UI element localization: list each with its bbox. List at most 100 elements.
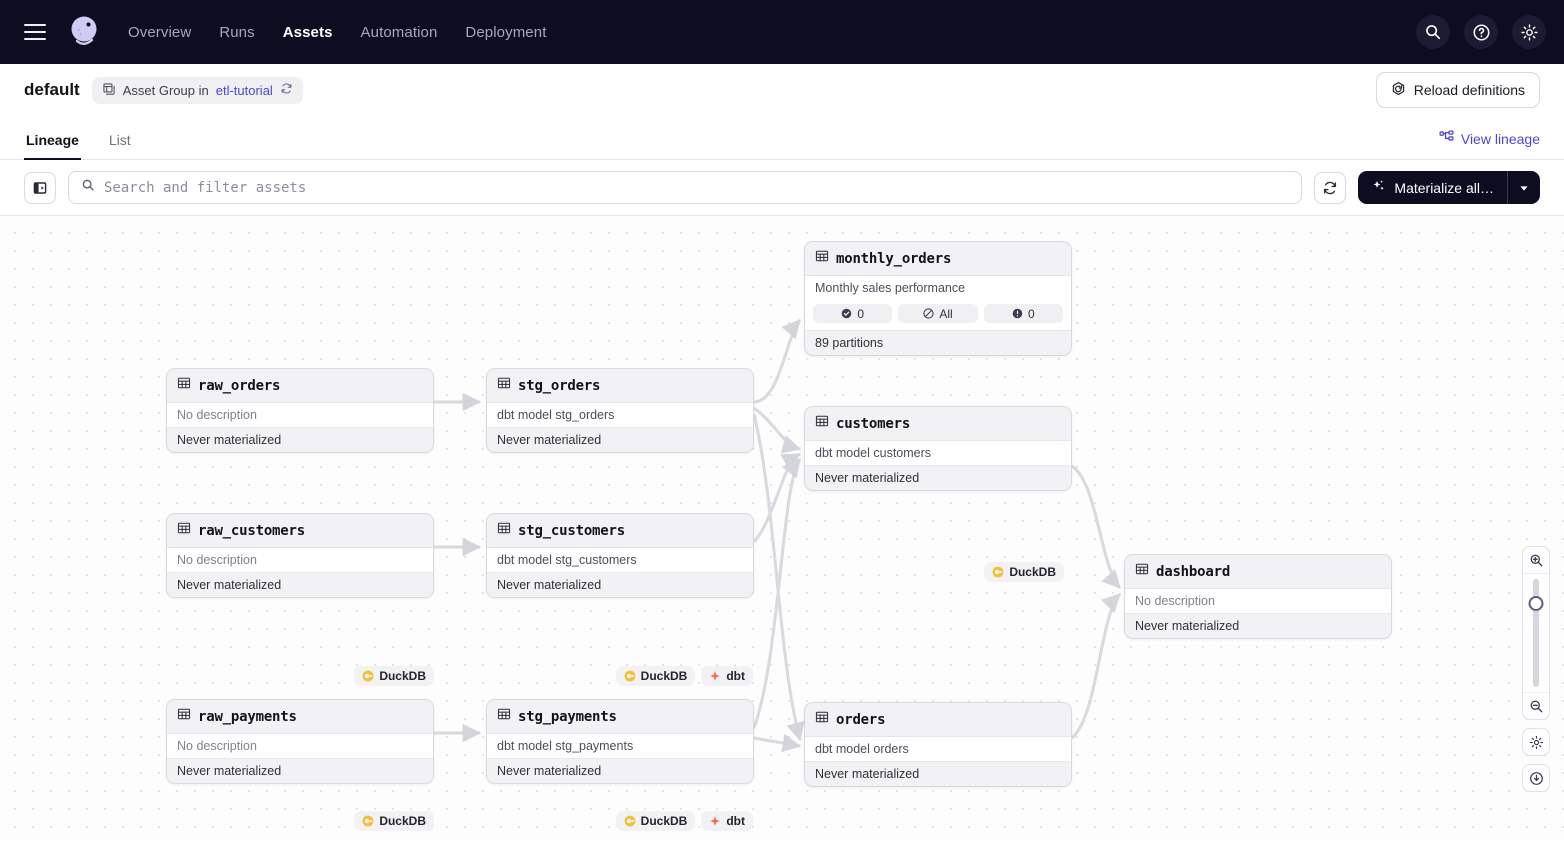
tag-duckdb[interactable]: DuckDB xyxy=(615,666,696,686)
tab-lineage[interactable]: Lineage xyxy=(24,132,81,160)
asset-node-header: stg_payments xyxy=(487,700,753,734)
dbt-icon xyxy=(710,671,721,681)
nav-link-deployment[interactable]: Deployment xyxy=(465,23,547,41)
asset-node-status: Never materialized xyxy=(167,758,433,783)
asset-group-chip[interactable]: Asset Group in etl-tutorial xyxy=(91,76,303,104)
zoom-out-icon[interactable] xyxy=(1523,693,1549,719)
tag-duckdb[interactable]: DuckDB xyxy=(354,811,434,831)
hamburger-menu-icon[interactable] xyxy=(24,24,46,40)
asset-node-name: raw_customers xyxy=(198,522,305,539)
search-icon xyxy=(81,178,95,197)
materialize-all-button-group: Materialize all… xyxy=(1358,171,1540,204)
dagster-logo-icon[interactable] xyxy=(62,10,106,54)
nav-link-assets[interactable]: Assets xyxy=(282,23,333,41)
status-badge-succeeded[interactable]: 0 xyxy=(813,304,893,323)
asset-node-status: Never materialized xyxy=(167,427,433,452)
settings-gear-icon[interactable] xyxy=(1512,15,1546,49)
zoom-in-icon[interactable] xyxy=(1523,547,1549,573)
status-badge-missing[interactable]: All xyxy=(898,304,978,323)
edge-stg_customers-customers xyxy=(752,452,802,544)
tab-list[interactable]: List xyxy=(108,132,131,148)
table-asset-icon xyxy=(177,707,191,726)
status-badge-failed[interactable]: 0 xyxy=(983,304,1063,323)
asset-node-raw_payments[interactable]: raw_payments No description Never materi… xyxy=(166,699,434,784)
materialize-all-button[interactable]: Materialize all… xyxy=(1358,171,1507,204)
zoom-slider-group xyxy=(1522,546,1550,720)
nav-actions xyxy=(1416,0,1546,64)
tag-duckdb[interactable]: DuckDB xyxy=(615,811,696,831)
asset-node-stg_orders[interactable]: stg_orders dbt model stg_orders Never ma… xyxy=(486,368,754,453)
duckdb-icon xyxy=(992,566,1004,578)
asset-node-status: Never materialized xyxy=(167,572,433,597)
asset-node-orders[interactable]: orders dbt model orders Never materializ… xyxy=(804,702,1072,787)
tag-label: DuckDB xyxy=(1009,565,1056,579)
graph-settings-gear-icon[interactable] xyxy=(1522,728,1550,756)
asset-node-customers[interactable]: customers dbt model customers Never mate… xyxy=(804,406,1072,491)
asset-node-header: dashboard xyxy=(1125,555,1391,589)
expand-panel-icon[interactable] xyxy=(24,171,56,204)
asset-node-partition-badges: 0 All 0 xyxy=(805,300,1071,330)
status-badge-failed-label: 0 xyxy=(1027,306,1035,321)
lineage-icon xyxy=(1439,130,1454,148)
button-divider xyxy=(1507,171,1508,204)
asset-node-description: dbt model stg_customers xyxy=(487,548,753,572)
search-filter-assets[interactable] xyxy=(68,171,1303,204)
nav-link-runs[interactable]: Runs xyxy=(219,23,255,41)
asset-node-stg_customers[interactable]: stg_customers dbt model stg_customers Ne… xyxy=(486,513,754,598)
edge-stg_payments-customers xyxy=(752,458,802,729)
asset-node-stg_payments[interactable]: stg_payments dbt model stg_payments Neve… xyxy=(486,699,754,784)
tag-label: dbt xyxy=(726,669,745,683)
asset-tags-raw_orders: DuckDB xyxy=(354,666,434,686)
asset-node-monthly_orders[interactable]: monthly_orders Monthly sales performance… xyxy=(804,241,1072,356)
asset-group-chip-prefix: Asset Group in xyxy=(122,82,209,98)
zoom-slider-thumb[interactable] xyxy=(1528,596,1544,611)
asset-node-header: raw_orders xyxy=(167,369,433,403)
reload-definitions-button[interactable]: Reload definitions xyxy=(1375,72,1540,108)
tag-label: DuckDB xyxy=(640,814,688,828)
asset-node-description: dbt model stg_orders xyxy=(487,403,753,427)
asset-node-status: Never materialized xyxy=(1125,613,1391,638)
dbt-icon xyxy=(710,816,721,826)
tag-dbt[interactable]: dbt xyxy=(701,811,753,831)
asset-node-name: customers xyxy=(836,415,911,432)
refresh-graph-button[interactable] xyxy=(1314,171,1347,204)
refresh-icon[interactable] xyxy=(280,82,293,98)
materialize-options-dropdown[interactable] xyxy=(1508,171,1540,204)
exclamation-circle-icon xyxy=(1012,308,1023,319)
table-asset-icon xyxy=(815,414,829,433)
tag-label: dbt xyxy=(726,814,745,828)
tag-duckdb[interactable]: DuckDB xyxy=(354,666,434,686)
asset-node-description: dbt model orders xyxy=(805,737,1071,761)
zoom-to-fit-icon[interactable] xyxy=(1522,764,1550,792)
tag-label: DuckDB xyxy=(640,669,688,683)
asset-node-header: customers xyxy=(805,407,1071,441)
tag-dbt[interactable]: dbt xyxy=(701,666,753,686)
search-input[interactable] xyxy=(104,179,1290,196)
tag-duckdb[interactable]: DuckDB xyxy=(984,562,1064,582)
asset-lineage-canvas[interactable]: monthly_orders Monthly sales performance… xyxy=(0,216,1564,840)
check-circle-icon xyxy=(842,308,852,319)
table-asset-icon xyxy=(815,249,829,268)
nav-link-overview[interactable]: Overview xyxy=(128,23,192,41)
asset-node-name: stg_orders xyxy=(518,377,601,394)
primary-nav-links: Overview Runs Assets Automation Deployme… xyxy=(128,24,546,41)
reload-definitions-icon xyxy=(1391,81,1406,99)
table-asset-icon xyxy=(177,376,191,395)
edge-stg_orders-orders xyxy=(752,413,805,742)
edge-orders-dashboard xyxy=(1070,592,1122,740)
zoom-slider-track xyxy=(1533,579,1539,687)
asset-group-chip-link[interactable]: etl-tutorial xyxy=(215,82,273,98)
view-lineage-link[interactable]: View lineage xyxy=(1439,130,1540,148)
asset-node-dashboard[interactable]: dashboard No description Never materiali… xyxy=(1124,554,1392,639)
asset-node-header: raw_payments xyxy=(167,700,433,734)
asset-node-raw_orders[interactable]: raw_orders No description Never material… xyxy=(166,368,434,453)
help-icon[interactable] xyxy=(1464,15,1498,49)
asset-node-description: dbt model stg_payments xyxy=(487,734,753,758)
zoom-slider[interactable] xyxy=(1523,573,1549,693)
asset-node-description: No description xyxy=(167,734,433,758)
search-icon[interactable] xyxy=(1416,15,1450,49)
asset-tags-monthly_orders: DuckDB xyxy=(984,562,1064,582)
asset-node-description: Monthly sales performance xyxy=(805,276,1071,300)
asset-node-raw_customers[interactable]: raw_customers No description Never mater… xyxy=(166,513,434,598)
nav-link-automation[interactable]: Automation xyxy=(360,23,438,41)
